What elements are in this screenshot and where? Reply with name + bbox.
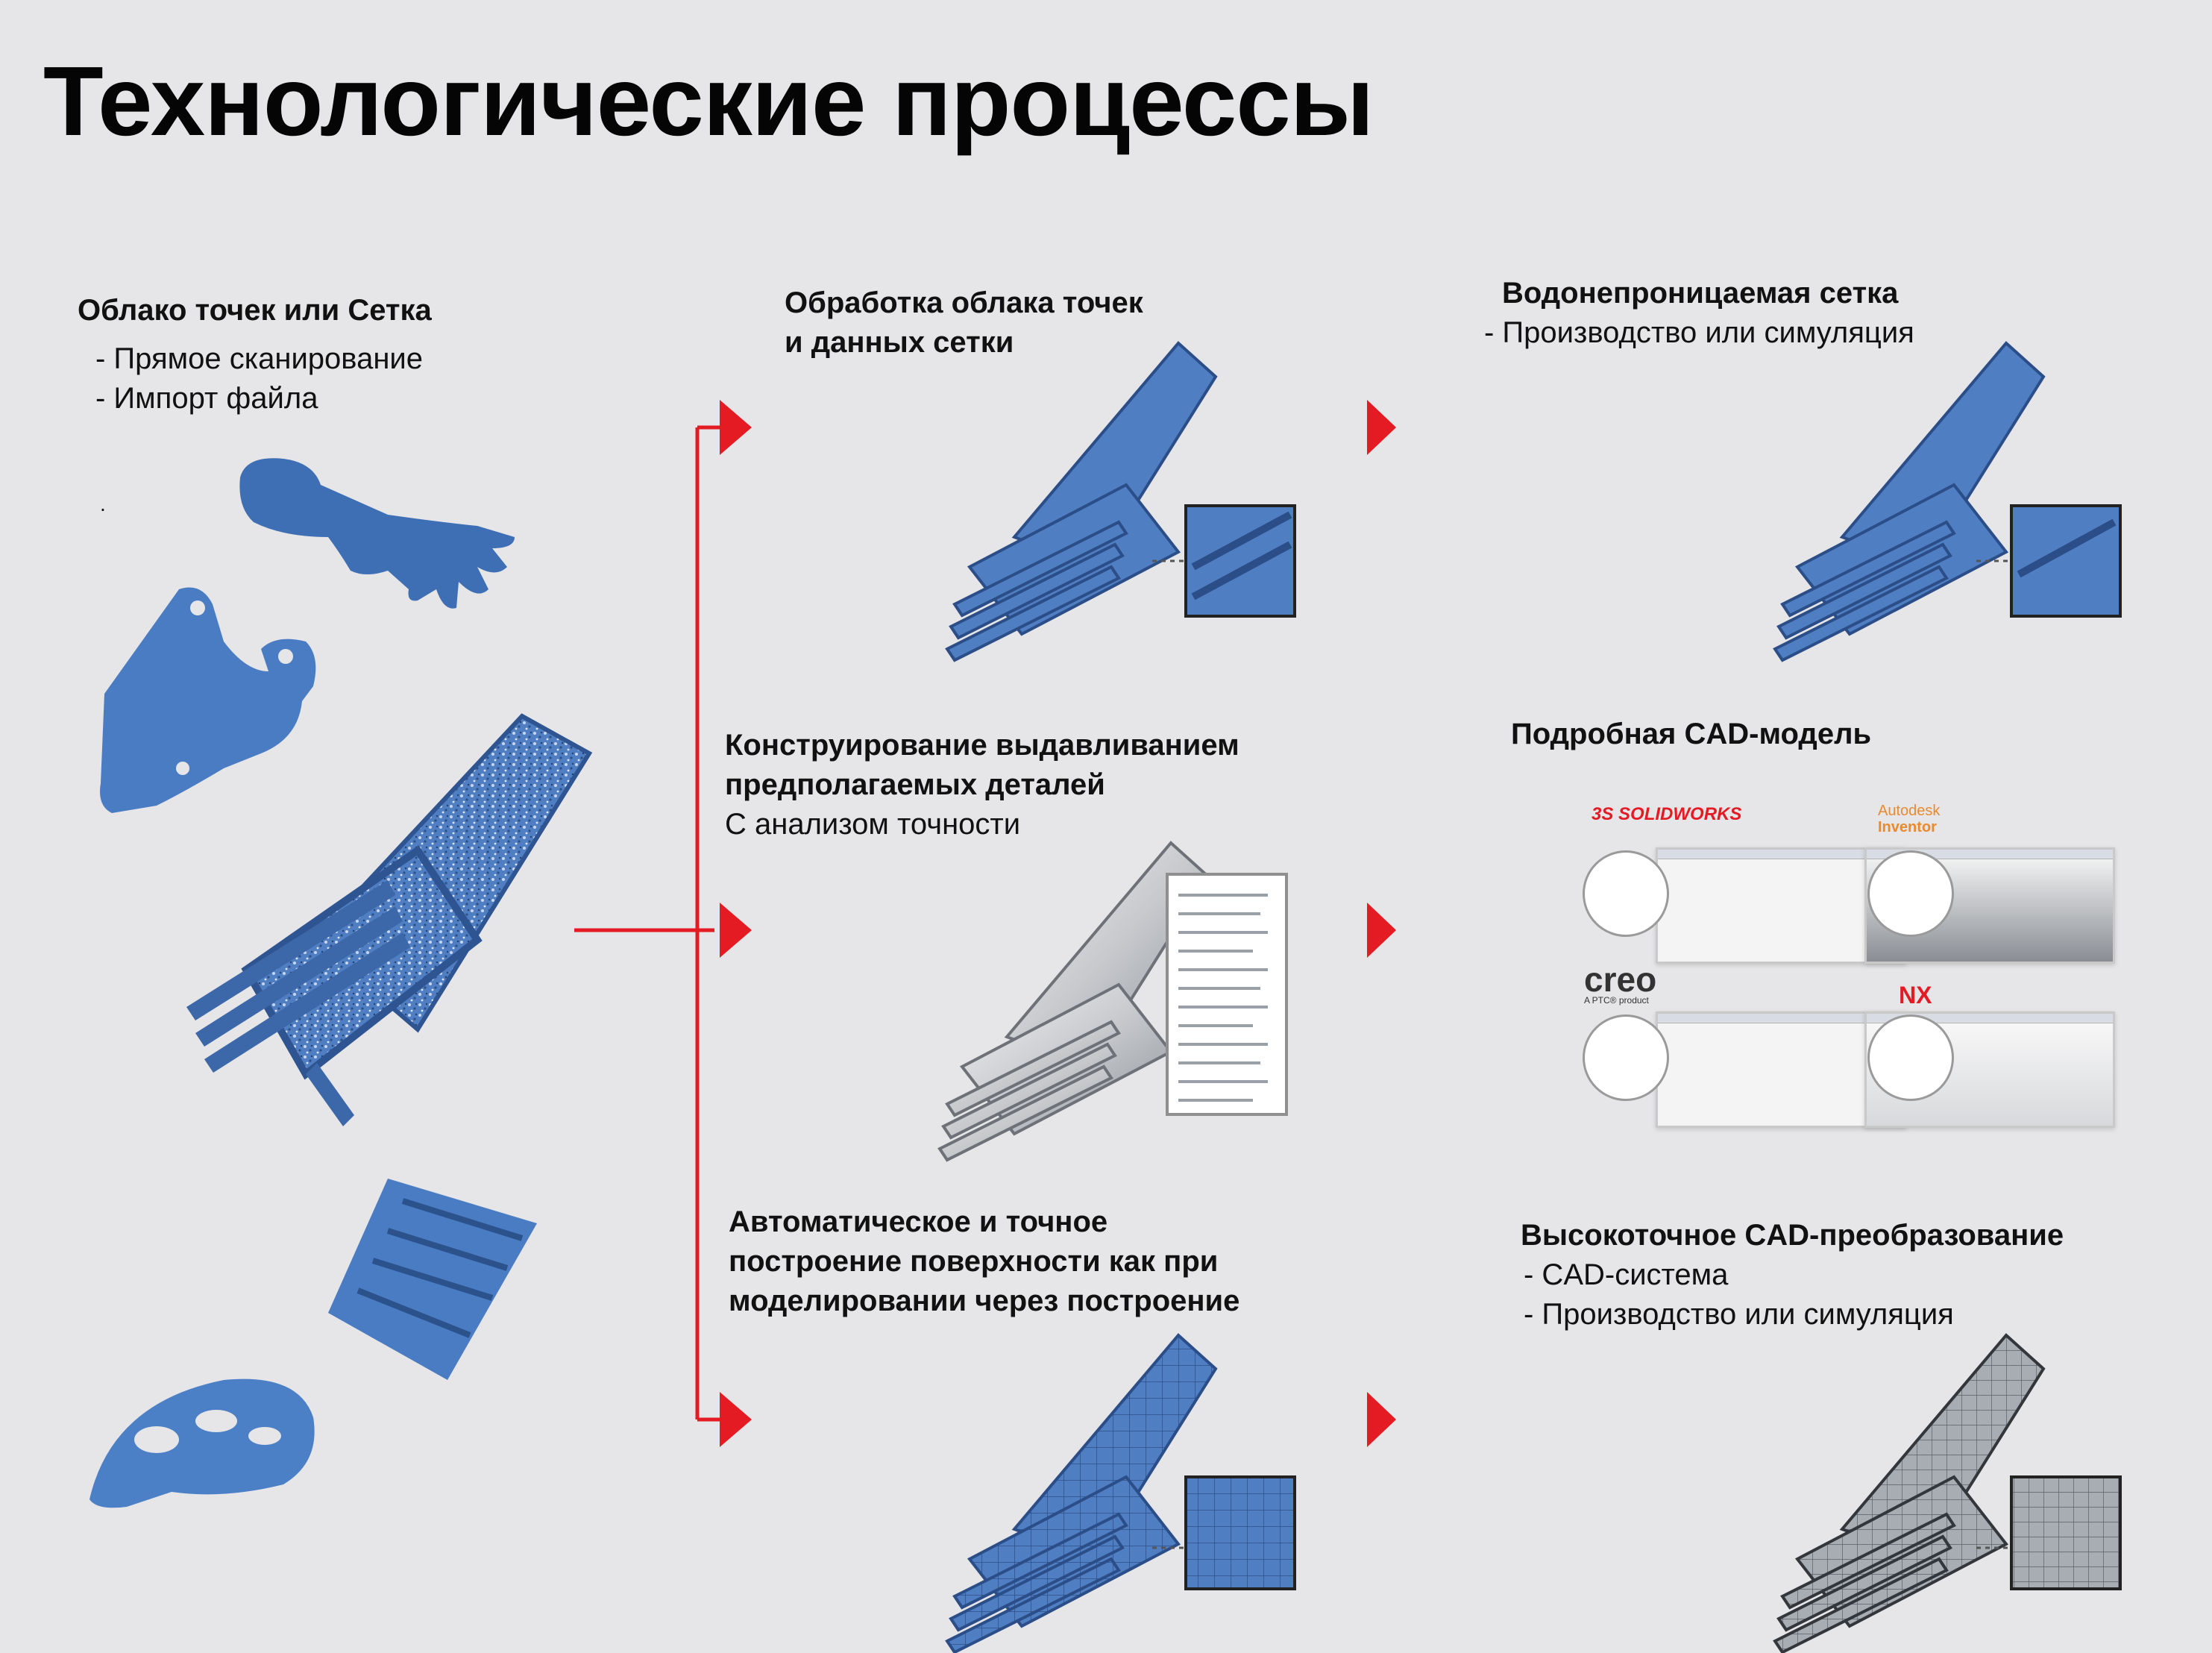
- solidworks-logo: 3S SOLIDWORKS: [1592, 804, 1741, 825]
- step-2-block: Конструирование выдавливанием предполага…: [725, 726, 1239, 844]
- arm-scan-icon: [239, 458, 515, 609]
- input-block: Облако точек или Сетка - Прямое сканиров…: [78, 291, 432, 418]
- helmet-scan-icon: [89, 1378, 315, 1508]
- input-line-2: - Импорт файла: [95, 382, 318, 415]
- result-3-zoom-inset: [2010, 1475, 2122, 1590]
- step-1-blade-icon: [946, 342, 1217, 662]
- cad-tree-lens: [1583, 850, 1669, 937]
- step-1-block: Обработка облака точек и данных сетки: [785, 283, 1143, 363]
- inventor-logo-top: Autodesk: [1878, 803, 1941, 819]
- input-line-1: - Прямое сканирование: [95, 342, 424, 375]
- flow-arrow-icon: [720, 1392, 752, 1447]
- step-3-heading-line-1: Автоматическое и точное: [729, 1205, 1108, 1238]
- result-2-block: Подробная CAD-модель: [1511, 715, 1871, 754]
- cad-tree-lens: [1583, 1014, 1669, 1101]
- step-3-blade-icon: [946, 1334, 1217, 1653]
- turbine-blade-scan-icon: [186, 713, 593, 1126]
- cad-tree-lens: [1867, 850, 1954, 937]
- creo-name: creo: [1584, 960, 1657, 999]
- result-3-line-2: - Производство или симуляция: [1524, 1298, 1954, 1331]
- result-1-block: Водонепроницаемая сетка - Производство и…: [1484, 274, 1914, 353]
- step-2-line-1: С анализом точности: [725, 808, 1021, 841]
- solidworks-mark: 3S: [1592, 804, 1614, 824]
- solidworks-name: SOLIDWORKS: [1618, 804, 1742, 824]
- result-3-blade-icon: [1773, 1334, 2045, 1653]
- step-1-heading-line-2: и данных сетки: [785, 326, 1014, 359]
- result-1-line-1: - Производство или симуляция: [1484, 316, 1914, 349]
- feature-tree-panel: [1166, 873, 1288, 1116]
- result-3-line-1: - CAD-система: [1524, 1258, 1729, 1291]
- flow-arrow-icon: [1367, 903, 1396, 958]
- inventor-logo: Autodesk Inventor: [1878, 803, 1940, 835]
- flow-arrow-icon: [720, 400, 752, 455]
- result-3-heading: Высокоточное CAD-преобразование: [1521, 1219, 2064, 1252]
- creo-sub: A PTC® product: [1584, 995, 1649, 1006]
- step-2-heading-line-1: Конструирование выдавливанием: [725, 729, 1239, 762]
- result-3-block: Высокоточное CAD-преобразование - CAD-си…: [1521, 1216, 2064, 1334]
- step-3-zoom-inset: [1184, 1475, 1296, 1590]
- flow-arrow-icon: [1367, 400, 1396, 455]
- creo-logo: creo A PTC® product: [1584, 960, 1657, 1006]
- result-1-heading: Водонепроницаемая сетка: [1502, 277, 1899, 310]
- tire-tread-scan-icon: [328, 1179, 537, 1380]
- stray-dot: .: [100, 492, 106, 515]
- step-2-heading-line-2: предполагаемых деталей: [725, 768, 1105, 801]
- flow-arrow-icon: [1367, 1392, 1396, 1447]
- nx-name: NX: [1899, 982, 1932, 1009]
- result-1-blade-icon: [1773, 342, 2045, 662]
- nx-logo: NX: [1899, 982, 1932, 1009]
- step-1-heading-line-1: Обработка облака точек: [785, 286, 1143, 319]
- inventor-logo-bottom: Inventor: [1878, 819, 1937, 835]
- result-2-heading: Подробная CAD-модель: [1511, 718, 1872, 750]
- bracket-scan-icon: [100, 587, 316, 813]
- step-3-heading-line-2: построение поверхности как при: [729, 1245, 1219, 1278]
- cad-tree-lens: [1867, 1014, 1954, 1101]
- flow-arrow-icon: [720, 903, 752, 958]
- page-title: Технологические процессы: [43, 46, 1374, 156]
- step-3-block: Автоматическое и точное построение повер…: [729, 1202, 1239, 1321]
- flow-arrows: [574, 400, 1396, 1447]
- step-3-heading-line-3: моделировании через построение: [729, 1285, 1240, 1317]
- input-heading: Облако точек или Сетка: [78, 294, 432, 327]
- result-1-zoom-inset: [2010, 504, 2122, 618]
